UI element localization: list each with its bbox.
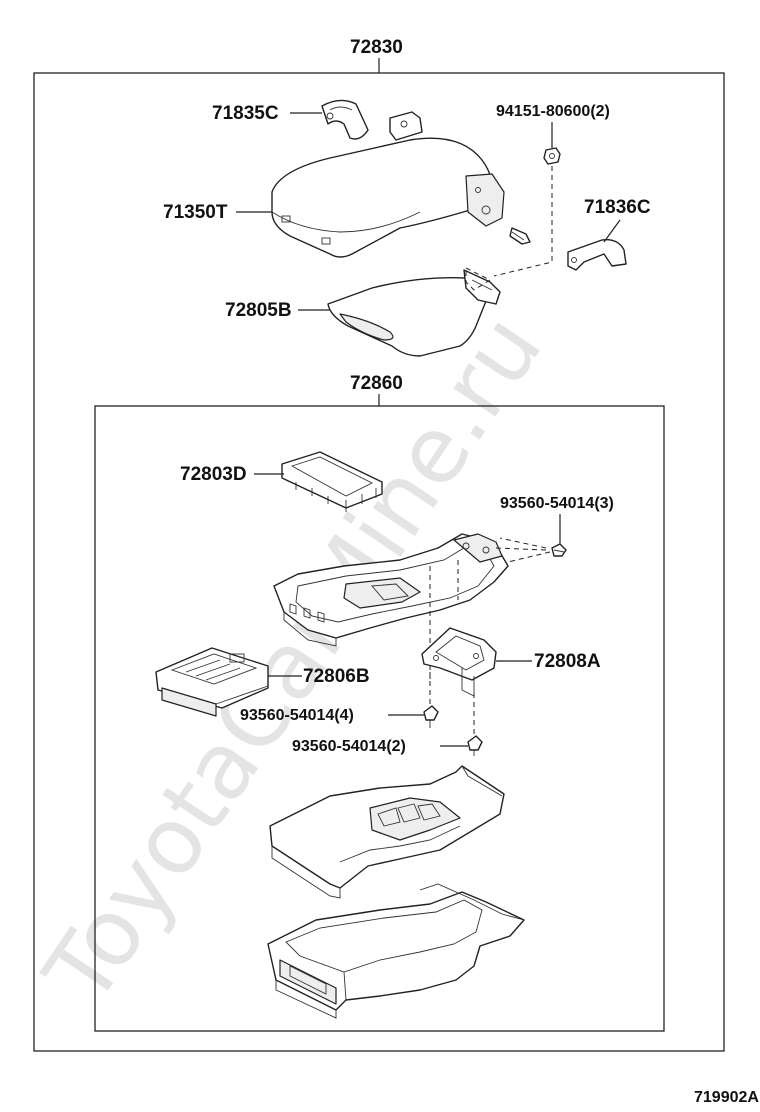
part-71836C-cover	[567, 239, 627, 271]
part-72806B-box	[155, 647, 269, 717]
part-71350T-armrest-lid	[271, 111, 505, 258]
part-72803D-tray	[281, 451, 383, 512]
part-93560-54014-4-screw	[423, 705, 439, 728]
dash-93560-3	[499, 537, 551, 563]
label-72806B: 72806B	[303, 666, 370, 687]
label-94151-80600: 94151-80600(2)	[496, 103, 610, 120]
part-72808A-bracket	[421, 627, 497, 697]
screw-icon	[509, 227, 531, 245]
part-72805B-lid-panel	[327, 267, 501, 357]
figure-code: 719902A	[694, 1089, 759, 1106]
label-93560-54014-2: 93560-54014(2)	[292, 738, 406, 755]
part-71835C-hinge-cover	[321, 99, 369, 140]
label-71836C: 71836C	[584, 197, 651, 218]
label-71350T: 71350T	[163, 202, 228, 223]
part-93560-54014-2-screw	[467, 735, 483, 756]
label-72803D: 72803D	[180, 464, 247, 485]
part-console-box-upper	[269, 765, 505, 899]
part-console-box-lower	[267, 883, 525, 1019]
part-93560-54014-3-screw	[551, 543, 567, 557]
label-93560-54014-3: 93560-54014(3)	[500, 495, 614, 512]
label-71835C: 71835C	[212, 103, 279, 124]
assembly-label-72830: 72830	[350, 37, 403, 58]
label-72805B: 72805B	[225, 300, 292, 321]
part-94151-80600-nut	[543, 147, 561, 165]
dash-94151-to-bracket	[493, 166, 553, 277]
label-72808A: 72808A	[534, 651, 601, 672]
part-console-box-frame	[273, 533, 547, 680]
label-93560-54014-4: 93560-54014(4)	[240, 707, 354, 724]
leader-71836C	[603, 219, 621, 243]
assembly-label-72860: 72860	[350, 373, 403, 394]
